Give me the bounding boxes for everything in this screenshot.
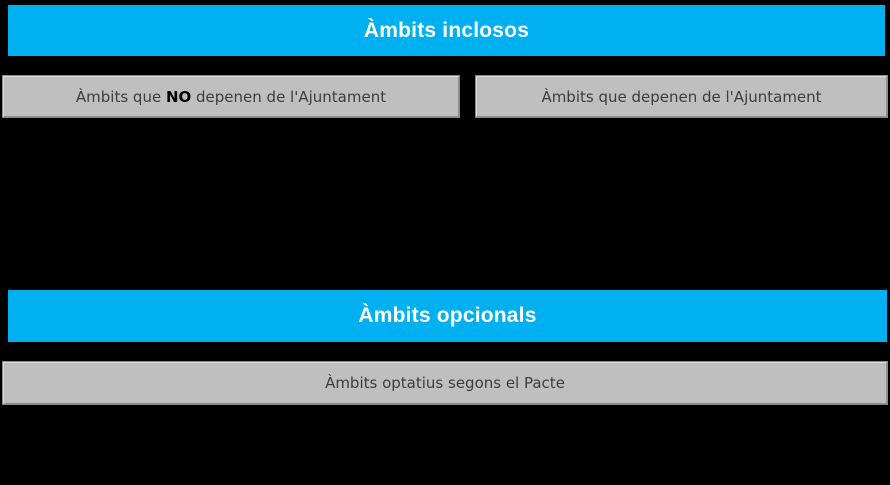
- box-ambits-depenen-ajuntament: Àmbits que depenen de l'Ajuntament: [475, 75, 888, 118]
- box-label: Àmbits que depenen de l'Ajuntament: [541, 87, 822, 106]
- section-title: Àmbits inclosos: [363, 18, 530, 42]
- box-label-suffix: depenen de l'Ajuntament: [191, 87, 387, 106]
- section-header-ambits-inclosos: Àmbits inclosos: [8, 5, 885, 56]
- box-label-prefix: Àmbits que: [75, 87, 166, 106]
- box-label: Àmbits optatius segons el Pacte: [325, 374, 565, 392]
- section-header-ambits-opcionals: Àmbits opcionals: [8, 290, 887, 342]
- box-ambits-optatius-pacte: Àmbits optatius segons el Pacte: [2, 361, 888, 405]
- section-title: Àmbits opcionals: [358, 304, 537, 327]
- box-label-emphasis: NO: [165, 87, 192, 106]
- box-ambits-no-depenen-ajuntament: Àmbits que NO depenen de l'Ajuntament: [2, 75, 460, 118]
